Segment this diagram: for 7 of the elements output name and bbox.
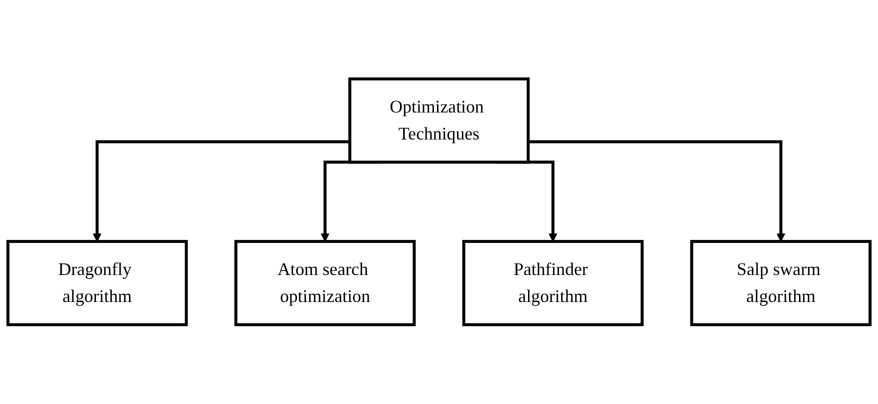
node-box: Pathfinder algorithm [462,240,644,326]
arrow [528,140,786,242]
node-box: Dragonfly algorithm [6,240,188,326]
node-box: Atom search optimization [234,240,416,326]
node-box: Optimization Techniques [348,78,530,164]
arrow [92,140,350,242]
node-box: Salp swarm algorithm [690,240,872,326]
